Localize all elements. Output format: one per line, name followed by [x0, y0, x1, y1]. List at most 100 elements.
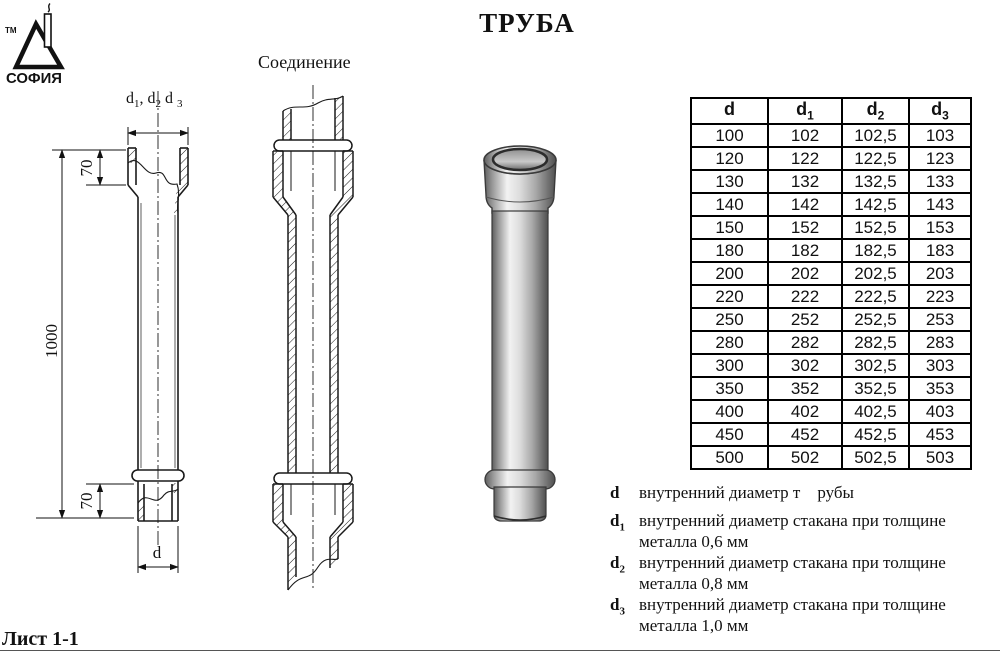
- legend-item-d: d внутренний диаметр т рубы: [610, 482, 996, 510]
- dim-70-bottom-label: 70: [77, 493, 96, 510]
- logo-triangle: [12, 19, 65, 70]
- table-cell: 502: [767, 445, 843, 470]
- legend-term: d2: [610, 553, 625, 576]
- pipe-body-section: [137, 197, 179, 470]
- logo-text: СОФИЯ: [6, 70, 62, 87]
- legend-term: d1: [610, 511, 625, 534]
- bottom-joint: [272, 472, 354, 591]
- pipe-bead-3d: [484, 469, 556, 490]
- table-cell: 503: [908, 445, 972, 470]
- table-cell: 123: [908, 146, 972, 171]
- table-cell: 203: [908, 261, 972, 286]
- table-cell: 122: [767, 146, 843, 171]
- table-header-d1: d1: [767, 97, 843, 125]
- page-title: ТРУБА: [479, 8, 575, 38]
- table-cell: 132,5: [841, 169, 910, 194]
- table-cell: 122,5: [841, 146, 910, 171]
- table-cell: 220: [690, 284, 769, 309]
- table-cell: 182,5: [841, 238, 910, 263]
- table-cell: 152,5: [841, 215, 910, 240]
- table-cell: 180: [690, 238, 769, 263]
- table-cell: 130: [690, 169, 769, 194]
- table-cell: 450: [690, 422, 769, 447]
- table-header-row: d d1 d2 d3: [690, 97, 972, 125]
- table-cell: 223: [908, 284, 972, 309]
- table-cell: 133: [908, 169, 972, 194]
- table-cell: 202,5: [841, 261, 910, 286]
- table-cell: 502,5: [841, 445, 910, 470]
- table-cell: 252: [767, 307, 843, 332]
- dim-socket-width: [127, 127, 189, 145]
- connection-label: Соединение: [258, 52, 351, 72]
- table-cell: 100: [690, 123, 769, 148]
- table-header-d2: d2: [841, 97, 910, 125]
- pipe-body-3d: [491, 210, 549, 474]
- upper-pipe: [282, 95, 344, 140]
- table-cell: 500: [690, 445, 769, 470]
- legend: d внутренний диаметр т рубы d1 внутренни…: [610, 482, 996, 636]
- table-cell: 182: [767, 238, 843, 263]
- table-cell: 400: [690, 399, 769, 424]
- pipe-bottom-edge: [493, 515, 547, 521]
- table-cell: 280: [690, 330, 769, 355]
- table-header-d: d: [690, 97, 769, 125]
- dim-spigot-depth: 70: [77, 483, 134, 519]
- table-cell: 402: [767, 399, 843, 424]
- dim-socket-depth: 70: [77, 149, 126, 186]
- table-cell: 153: [908, 215, 972, 240]
- table-cell: 183: [908, 238, 972, 263]
- table-cell: 250: [690, 307, 769, 332]
- table-cell: 120: [690, 146, 769, 171]
- legend-item-d2: d2 внутренний диаметр стакана при толщин…: [610, 552, 996, 594]
- logo-chimney: [43, 13, 52, 48]
- table-cell: 103: [908, 123, 972, 148]
- table-cell: 402,5: [841, 399, 910, 424]
- table-cell: 300: [690, 353, 769, 378]
- top-joint: [272, 139, 354, 216]
- table-cell: 202: [767, 261, 843, 286]
- pipe-3d-render: [483, 145, 557, 522]
- dim-label-diameters: d1, d2 d 3: [126, 90, 183, 110]
- legend-term: d: [610, 483, 620, 502]
- sheet-label: Лист 1-1: [2, 628, 79, 650]
- table-cell: 303: [908, 353, 972, 378]
- table-cell: 282,5: [841, 330, 910, 355]
- dim-d-label: d: [153, 543, 162, 562]
- table-cell: 302,5: [841, 353, 910, 378]
- table-cell: 102: [767, 123, 843, 148]
- table-cell: 352,5: [841, 376, 910, 401]
- logo-smoke-icon: [47, 3, 51, 13]
- table-cell: 140: [690, 192, 769, 217]
- pipe-section-drawing: d1, d2 d 3: [36, 90, 189, 573]
- sofia-logo: TM СОФИЯ: [5, 3, 65, 87]
- dim-1000-label: 1000: [42, 324, 61, 358]
- table-cell: 352: [767, 376, 843, 401]
- connection-drawing: [272, 85, 354, 591]
- table-cell: 452: [767, 422, 843, 447]
- table-cell: 150: [690, 215, 769, 240]
- table-cell: 452,5: [841, 422, 910, 447]
- connection-pipe-body: [287, 215, 339, 473]
- bell-shoulder-line: [485, 196, 555, 203]
- table-header-d3: d3: [908, 97, 972, 125]
- legend-item-d3: d3 внутренний диаметр стакана при толщин…: [610, 594, 996, 636]
- logo-tm-label: TM: [5, 26, 17, 35]
- table-cell: 142: [767, 192, 843, 217]
- table-cell: 350: [690, 376, 769, 401]
